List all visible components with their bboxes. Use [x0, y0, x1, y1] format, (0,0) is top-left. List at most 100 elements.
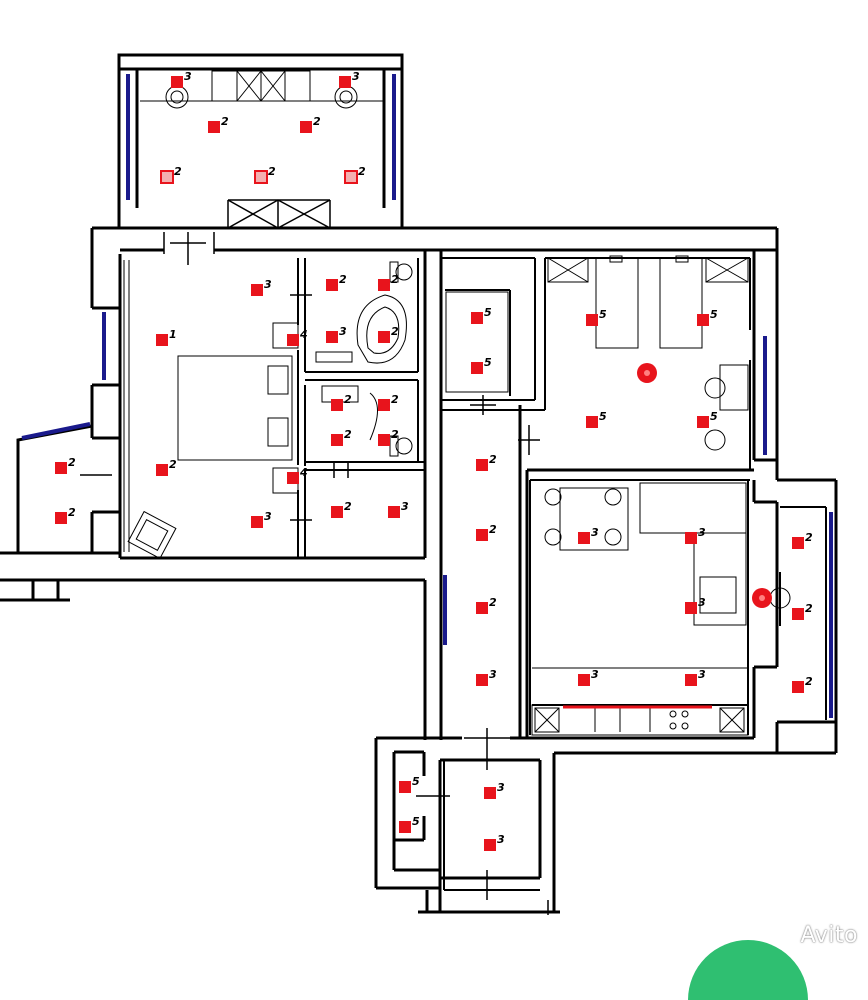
- marker-label: 3: [698, 596, 706, 609]
- light-marker: 3: [339, 70, 360, 88]
- light-marker: 5: [471, 356, 492, 374]
- furniture: [123, 70, 791, 736]
- light-marker: 2: [254, 165, 276, 184]
- light-marker: 3: [326, 325, 347, 343]
- chandelier-center: [759, 595, 765, 601]
- marker-label: 5: [599, 410, 607, 423]
- light-marker: 5: [399, 775, 420, 793]
- marker-label: 2: [313, 115, 321, 128]
- marker-label: 5: [412, 775, 420, 788]
- marker-label: 5: [412, 815, 420, 828]
- light-marker: 3: [251, 510, 272, 528]
- light-marker: 2: [344, 165, 366, 184]
- light-marker: 3: [578, 668, 599, 686]
- light-marker: 5: [586, 410, 607, 428]
- marker-label: 3: [264, 278, 272, 291]
- marker-label: 3: [591, 668, 599, 681]
- light-marker: 2: [55, 506, 76, 524]
- marker-label: 3: [339, 325, 347, 338]
- light-marker: 2: [476, 453, 497, 471]
- light-marker: 3: [251, 278, 272, 296]
- floor-plan: 3 3 2 2 2 2 2 3 1 4 2 4 3 2 2 2 2 3 2 2 2 2 2 2 3 5 5 5 5 5 5 2 2 2 3 3 3 3 3 3…: [0, 53, 838, 915]
- marker-label: 2: [68, 456, 76, 469]
- light-marker: 3: [685, 526, 706, 544]
- light-marker: 5: [697, 308, 718, 326]
- marker-label: 2: [805, 675, 813, 688]
- marker-label: 2: [391, 325, 399, 338]
- marker-label: 2: [391, 273, 399, 286]
- marker-label: 2: [489, 453, 497, 466]
- light-marker: 2: [476, 523, 497, 541]
- windows: [21, 74, 833, 718]
- marker-label: 5: [599, 308, 607, 321]
- marker-label: 3: [698, 668, 706, 681]
- light-marker: 2: [378, 273, 399, 291]
- marker-label: 3: [264, 510, 272, 523]
- marker-label: 2: [358, 165, 366, 178]
- chandelier-center: [644, 370, 650, 376]
- marker-label: 5: [710, 410, 718, 423]
- light-marker: 5: [471, 306, 492, 324]
- marker-label: 5: [484, 306, 492, 319]
- light-marker: 3: [484, 781, 505, 799]
- marker-label: 2: [489, 523, 497, 536]
- light-marker: 2: [792, 531, 813, 549]
- light-marker: 2: [792, 675, 813, 693]
- marker-label: 2: [68, 506, 76, 519]
- marker-label: 2: [489, 596, 497, 609]
- marker-label: 4: [299, 328, 308, 341]
- light-marker: 5: [586, 308, 607, 326]
- marker-label: 3: [591, 526, 599, 539]
- light-marker: 5: [697, 410, 718, 428]
- marker-label: 2: [391, 393, 399, 406]
- marker-label: 4: [299, 466, 308, 479]
- light-marker: 2: [792, 602, 813, 620]
- marker-label: 3: [497, 781, 505, 794]
- light-marker: 2: [331, 428, 352, 446]
- watermark-logo: Avito: [800, 923, 858, 948]
- marker-label: 2: [268, 165, 276, 178]
- marker-label: 5: [710, 308, 718, 321]
- marker-label: 3: [352, 70, 360, 83]
- marker-label: 3: [489, 668, 497, 681]
- light-marker: 3: [578, 526, 599, 544]
- marker-label: 2: [339, 273, 347, 286]
- light-marker: 2: [156, 458, 177, 476]
- marker-label: 2: [805, 602, 813, 615]
- light-marker: 1: [156, 328, 177, 346]
- marker-label: 2: [169, 458, 177, 471]
- marker-label: 3: [698, 526, 706, 539]
- light-marker: 3: [171, 70, 192, 88]
- light-marker: 3: [484, 833, 505, 851]
- light-marker: 2: [326, 273, 347, 291]
- marker-label: 2: [344, 393, 352, 406]
- marker-label: 2: [344, 500, 352, 513]
- marker-label: 3: [401, 500, 409, 513]
- walls: [0, 53, 838, 914]
- light-markers: 3 3 2 2 2 2 2 3 1 4 2 4 3 2 2 2 2 3 2 2 2 2 2 2 3 5 5 5 5 5 5 2 2 2 3 3 3 3 3 3…: [55, 70, 813, 851]
- light-marker: 4: [287, 328, 308, 346]
- marker-label: 2: [391, 428, 399, 441]
- marker-label: 2: [221, 115, 229, 128]
- doors: [80, 199, 549, 915]
- light-marker: 2: [331, 500, 352, 518]
- light-marker: 2: [331, 393, 352, 411]
- marker-label: 3: [184, 70, 192, 83]
- light-marker: 5: [399, 815, 420, 833]
- marker-label: 1: [169, 328, 177, 341]
- marker-label: 2: [174, 165, 182, 178]
- marker-label: 2: [344, 428, 352, 441]
- light-marker: 2: [300, 115, 321, 133]
- light-marker: 4: [287, 466, 308, 484]
- light-marker: 3: [388, 500, 409, 518]
- light-marker: 2: [378, 325, 399, 343]
- light-marker: 2: [476, 596, 497, 614]
- light-marker: 3: [685, 596, 706, 614]
- light-marker: 2: [160, 165, 182, 184]
- light-marker: 2: [378, 428, 399, 446]
- light-marker: 3: [685, 668, 706, 686]
- light-marker: 2: [55, 456, 76, 474]
- marker-label: 3: [497, 833, 505, 846]
- marker-label: 2: [805, 531, 813, 544]
- light-marker: 2: [378, 393, 399, 411]
